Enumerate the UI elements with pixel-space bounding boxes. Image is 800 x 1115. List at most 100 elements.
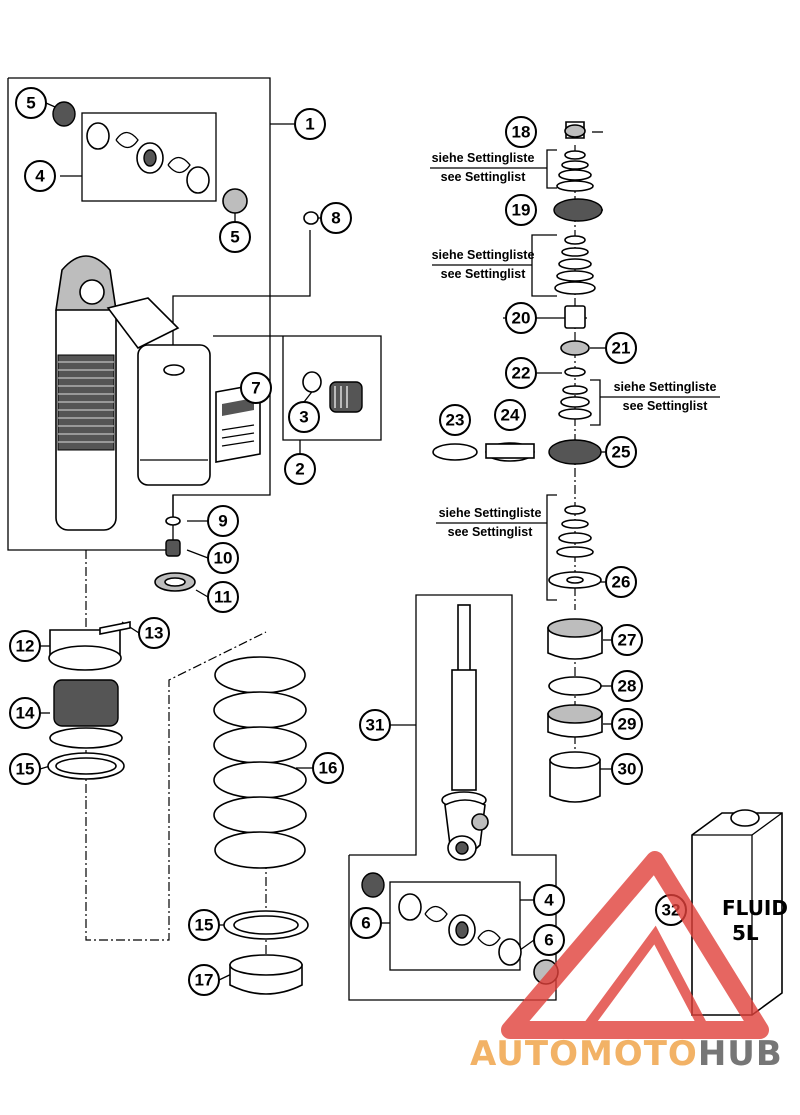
- watermark-part2: HUB: [698, 1034, 783, 1074]
- svg-text:AUTOMOTOHUB: AUTOMOTOHUB: [470, 1034, 783, 1074]
- callout-26: 26: [605, 566, 637, 598]
- setting-note-de: siehe Settingliste: [439, 506, 542, 520]
- small-parts-left: [47, 211, 319, 780]
- callout-31: 31: [359, 709, 391, 741]
- callout-5-top: 5: [15, 87, 47, 119]
- svg-text:15: 15: [16, 760, 35, 779]
- svg-text:3: 3: [299, 408, 308, 427]
- callout-13: 13: [138, 617, 170, 649]
- callout-16: 16: [312, 752, 344, 784]
- setting-note-en: see Settinglist: [448, 525, 534, 539]
- svg-text:27: 27: [618, 631, 637, 650]
- callout-8: 8: [320, 202, 352, 234]
- callout-7: 7: [240, 372, 272, 404]
- callout-25: 25: [605, 436, 637, 468]
- watermark-part1: AUTOMOTO: [470, 1034, 698, 1074]
- svg-text:31: 31: [366, 716, 385, 735]
- adjuster-3: [302, 371, 363, 413]
- setting-note-de: siehe Settingliste: [432, 151, 535, 165]
- bearing-set-top: [52, 101, 248, 214]
- callout-6-right: 6: [533, 924, 565, 956]
- svg-text:29: 29: [618, 715, 637, 734]
- svg-text:6: 6: [361, 914, 370, 933]
- svg-text:8: 8: [331, 209, 340, 228]
- svg-text:7: 7: [251, 379, 260, 398]
- callout-layer: 1 2 3 4 4 5 5 6 6 7 8 9 10 11 12 13 14 1…: [9, 87, 687, 996]
- setting-note-b: siehe Settingliste see Settinglist: [432, 248, 535, 281]
- svg-text:22: 22: [512, 364, 531, 383]
- setting-note-en: see Settinglist: [623, 399, 709, 413]
- setting-note-de: siehe Settingliste: [432, 248, 535, 262]
- svg-text:9: 9: [218, 512, 227, 531]
- setting-note-c: siehe Settingliste see Settinglist: [614, 380, 717, 413]
- sticker-7: [215, 383, 261, 463]
- callout-12: 12: [9, 630, 41, 662]
- setting-note-a: siehe Settingliste see Settinglist: [432, 151, 535, 184]
- callout-17: 17: [188, 964, 220, 996]
- callout-14: 14: [9, 697, 41, 729]
- callout-23: 23: [439, 404, 471, 436]
- svg-text:21: 21: [612, 339, 631, 358]
- callout-15-center: 15: [188, 909, 220, 941]
- shock-body-drawing: [55, 255, 211, 531]
- callout-6-left: 6: [350, 907, 382, 939]
- svg-text:23: 23: [446, 411, 465, 430]
- svg-text:2: 2: [295, 460, 304, 479]
- svg-text:13: 13: [145, 624, 164, 643]
- watermark-triangle-inner: [580, 925, 710, 1033]
- svg-text:4: 4: [544, 891, 554, 910]
- leader-lines: [39, 102, 720, 981]
- callout-24: 24: [494, 399, 526, 431]
- svg-text:18: 18: [512, 123, 531, 142]
- svg-text:30: 30: [618, 760, 637, 779]
- shim-stack-right: [432, 121, 603, 803]
- shock-body-ribs: [57, 354, 115, 451]
- callout-21: 21: [605, 332, 637, 364]
- setting-note-en: see Settinglist: [441, 267, 527, 281]
- callout-22: 22: [505, 357, 537, 389]
- svg-text:26: 26: [612, 573, 631, 592]
- callout-10: 10: [207, 542, 239, 574]
- callout-28: 28: [611, 670, 643, 702]
- setting-note-en: see Settinglist: [441, 170, 527, 184]
- svg-text:25: 25: [612, 443, 631, 462]
- svg-text:17: 17: [195, 971, 214, 990]
- watermark-triangle-outer: [501, 851, 769, 1039]
- callout-15-left: 15: [9, 753, 41, 785]
- svg-text:5: 5: [230, 228, 239, 247]
- watermark-logo: AUTOMOTOHUB: [470, 851, 783, 1074]
- spring-16: [213, 656, 309, 995]
- callout-29: 29: [611, 708, 643, 740]
- svg-text:19: 19: [512, 201, 531, 220]
- callout-2: 2: [284, 453, 316, 485]
- setting-note-de: siehe Settingliste: [614, 380, 717, 394]
- svg-text:28: 28: [618, 677, 637, 696]
- bearing-set-bottom: [361, 872, 559, 985]
- callout-1: 1: [294, 108, 326, 140]
- piston-rod-31: [441, 604, 489, 861]
- svg-text:6: 6: [544, 931, 553, 950]
- svg-text:24: 24: [501, 406, 520, 425]
- svg-text:14: 14: [16, 704, 35, 723]
- callout-27: 27: [611, 624, 643, 656]
- fluid-can-line1: FLUID: [722, 896, 788, 920]
- callout-19: 19: [505, 194, 537, 226]
- callout-9: 9: [207, 505, 239, 537]
- fluid-can-line2: 5L: [732, 921, 759, 945]
- callout-18: 18: [505, 116, 537, 148]
- svg-text:1: 1: [305, 115, 314, 134]
- callout-4-top: 4: [24, 160, 56, 192]
- svg-text:10: 10: [214, 549, 233, 568]
- setting-note-d: siehe Settingliste see Settinglist: [439, 506, 542, 539]
- svg-text:12: 12: [16, 637, 35, 656]
- svg-text:15: 15: [195, 916, 214, 935]
- callout-3: 3: [288, 401, 320, 433]
- callout-5-bottom: 5: [219, 221, 251, 253]
- callout-20: 20: [505, 302, 537, 334]
- svg-text:11: 11: [214, 588, 232, 607]
- callout-30: 30: [611, 753, 643, 785]
- svg-text:4: 4: [35, 167, 45, 186]
- callout-11: 11: [207, 581, 239, 613]
- callout-4-bottom: 4: [533, 884, 565, 916]
